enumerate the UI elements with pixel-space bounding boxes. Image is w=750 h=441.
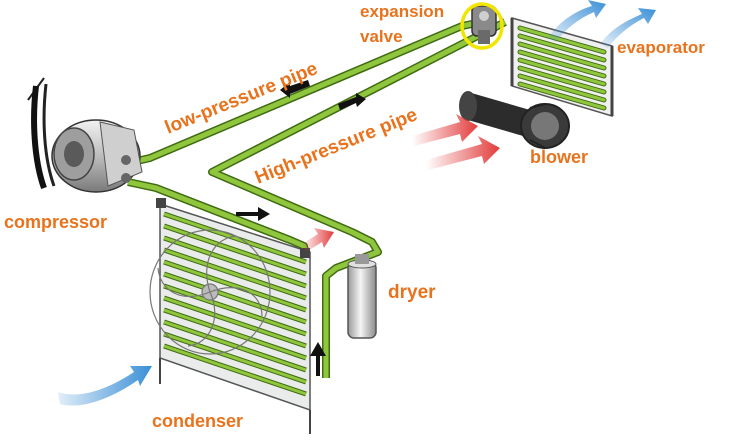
high-pressure-pipe-label: High-pressure pipe [252,104,420,188]
hot-air-arrow-icon [302,228,334,252]
dryer-label: dryer [388,282,436,303]
compressor-unit [27,77,143,193]
flow-arrow-icon [236,80,366,376]
condenser-unit [149,198,311,434]
blower-label: blower [530,147,588,167]
dryer-unit [347,254,377,339]
evaporator-label: evaporator [617,38,705,57]
fan-icon [149,229,271,355]
blower-unit [459,91,570,149]
expansion-valve [471,5,497,44]
cold-air-arrow-icon [58,366,152,406]
expansion-valve-label-line1: expansion [360,2,444,21]
compressor-label: compressor [4,212,107,232]
condenser-label: condenser [152,411,243,431]
hot-air-arrow-icon [412,114,500,170]
evaporator-unit [510,17,614,118]
valve-highlight-ring [460,2,504,50]
expansion-valve-label-line2: valve [360,27,403,46]
cold-air-arrow-icon [548,0,656,48]
